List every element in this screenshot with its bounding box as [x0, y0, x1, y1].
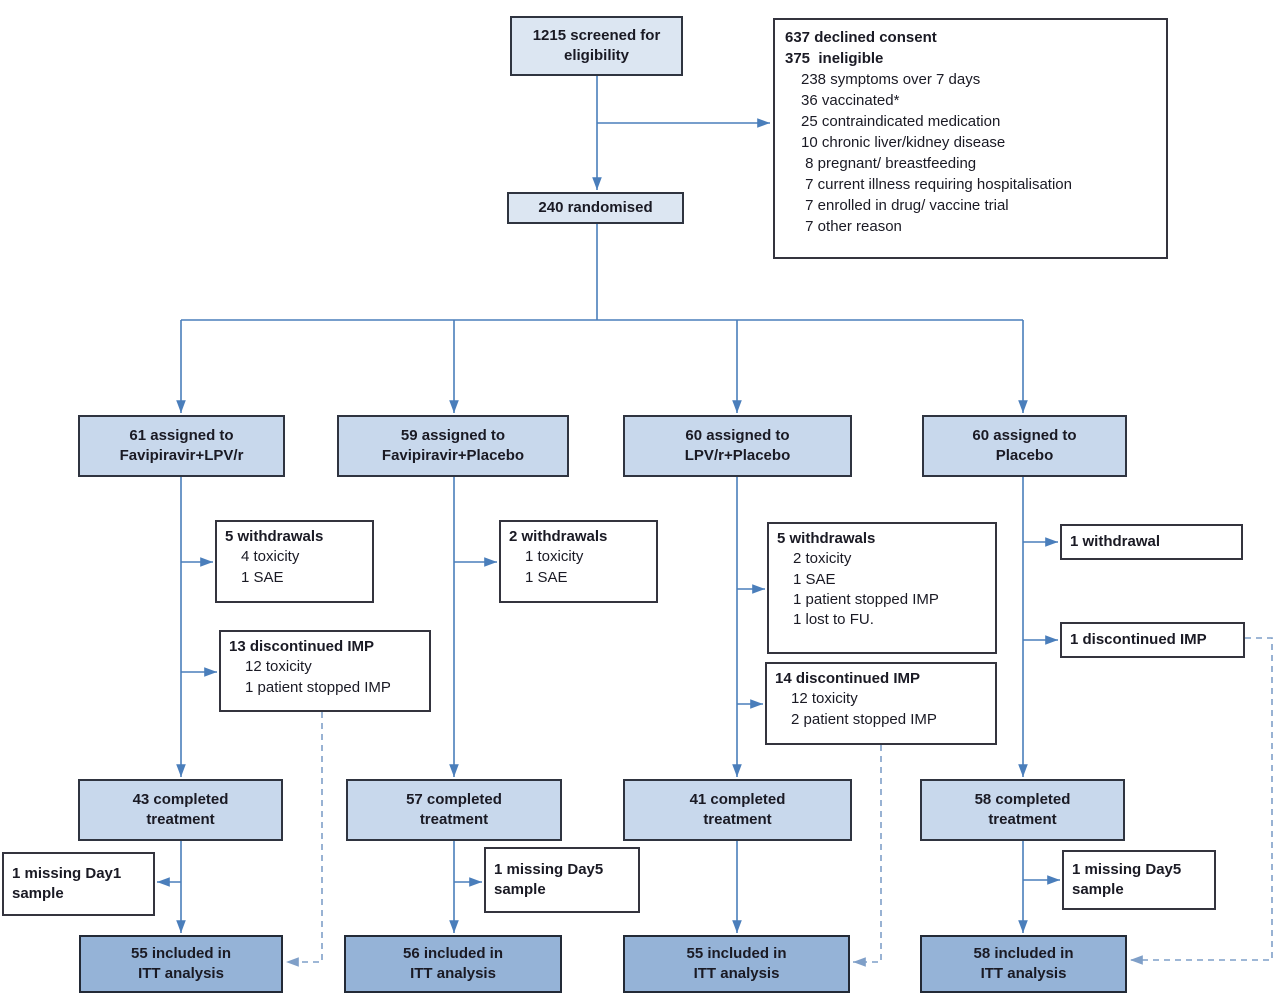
excluded-item: 7 enrolled in drug/ vaccine trial: [801, 197, 1009, 214]
discontinued-box-arm4: 1 discontinued IMP: [1060, 622, 1245, 658]
excluded-declined: 637 declined consent: [785, 29, 937, 46]
excluded-item: 36 vaccinated*: [801, 92, 900, 109]
itt-box-arm1: 55 included in ITT analysis: [79, 935, 283, 993]
comp2-line1: 57 completed: [406, 790, 502, 808]
disc3-detail: 2 patient stopped IMP: [791, 710, 937, 728]
excluded-item: 10 chronic liver/kidney disease: [801, 134, 1006, 151]
itt-box-arm2: 56 included in ITT analysis: [344, 935, 562, 993]
miss4-line1: 1 missing Day5: [1072, 860, 1182, 878]
excluded-item: 8 pregnant/ breastfeeding: [801, 155, 977, 172]
excluded-item: 25 contraindicated medication: [801, 113, 1001, 130]
wd4-header: 1 withdrawal: [1070, 532, 1161, 550]
disc1-detail: 1 patient stopped IMP: [245, 678, 391, 696]
randomised-box: 240 randomised: [507, 192, 684, 224]
arm3-line2: LPV/r+Placebo: [684, 447, 791, 464]
itt3-line1: 55 included in: [686, 944, 787, 962]
arm1-line1: 61 assigned to: [129, 426, 234, 444]
arm1-line2: Favipiravir+LPV/r: [119, 447, 244, 464]
comp2-line2: treatment: [419, 811, 489, 828]
randomised-label: 240 randomised: [538, 198, 653, 216]
itt1-line2: ITT analysis: [138, 965, 224, 982]
wd3-detail: 1 SAE: [793, 570, 836, 588]
wd2-detail: 1 SAE: [525, 568, 568, 586]
arm-box-favipiravir-lpvr: 61 assigned to Favipiravir+LPV/r: [78, 415, 285, 477]
completed-box-arm3: 41 completed treatment: [623, 779, 852, 841]
wd3-header: 5 withdrawals: [777, 530, 876, 547]
wd3-detail: 1 lost to FU.: [793, 611, 874, 628]
itt1-line1: 55 included in: [130, 944, 232, 962]
itt2-line2: ITT analysis: [410, 965, 496, 982]
excluded-box: 637 declined consent 375 ineligible 238 …: [773, 18, 1168, 259]
miss2-line2: sample: [494, 881, 546, 898]
comp3-line1: 41 completed: [689, 790, 786, 808]
itt4-line1: 58 included in: [973, 944, 1074, 962]
discontinued-box-arm3: 14 discontinued IMP 12 toxicity 2 patien…: [765, 662, 997, 745]
arm4-line2: Placebo: [995, 447, 1054, 464]
wd3-detail: 1 patient stopped IMP: [793, 590, 939, 608]
withdrawals-box-arm4: 1 withdrawal: [1060, 524, 1243, 560]
comp1-line1: 43 completed: [132, 790, 229, 808]
itt2-line1: 56 included in: [402, 944, 504, 962]
miss1-line1: 1 missing Day1: [12, 864, 122, 882]
comp1-line2: treatment: [146, 811, 215, 828]
excluded-ineligible: 375 ineligible: [785, 50, 884, 67]
missing-sample-box-arm4: 1 missing Day5 sample: [1062, 850, 1216, 910]
withdrawals-box-arm3: 5 withdrawals 2 toxicity 1 SAE 1 patient…: [767, 522, 997, 654]
arm-box-lpvr-placebo: 60 assigned to LPV/r+Placebo: [623, 415, 852, 477]
completed-box-arm2: 57 completed treatment: [346, 779, 562, 841]
arm2-line2: Favipiravir+Placebo: [381, 447, 525, 464]
arm3-line1: 60 assigned to: [685, 426, 790, 444]
wd2-header: 2 withdrawals: [509, 528, 608, 545]
withdrawals-box-arm1: 5 withdrawals 4 toxicity 1 SAE: [215, 520, 374, 603]
itt-box-arm3: 55 included in ITT analysis: [623, 935, 850, 993]
itt3-line2: ITT analysis: [693, 965, 780, 982]
screened-box: 1215 screened for eligibility: [510, 16, 683, 76]
comp4-line2: treatment: [988, 811, 1057, 828]
arm-box-favipiravir-placebo: 59 assigned to Favipiravir+Placebo: [337, 415, 569, 477]
screened-line1: 1215 screened for: [532, 26, 661, 44]
screened-line2: eligibility: [563, 47, 629, 64]
wd1-detail: 4 toxicity: [241, 548, 300, 566]
excluded-item: 238 symptoms over 7 days: [801, 71, 981, 88]
comp4-line1: 58 completed: [974, 790, 1071, 808]
itt-box-arm4: 58 included in ITT analysis: [920, 935, 1127, 993]
excluded-item: 7 current illness requiring hospitalisat…: [801, 176, 1072, 193]
excluded-item: 7 other reason: [801, 218, 902, 235]
miss1-line2: sample: [12, 885, 64, 902]
arm2-line1: 59 assigned to: [400, 426, 506, 444]
missing-sample-box-arm2: 1 missing Day5 sample: [484, 847, 640, 913]
itt4-line2: ITT analysis: [980, 965, 1067, 982]
disc1-detail: 12 toxicity: [245, 658, 312, 676]
completed-box-arm1: 43 completed treatment: [78, 779, 283, 841]
missing-sample-box-arm1: 1 missing Day1 sample: [2, 852, 155, 916]
withdrawals-box-arm2: 2 withdrawals 1 toxicity 1 SAE: [499, 520, 658, 603]
wd1-header: 5 withdrawals: [225, 528, 324, 545]
disc3-detail: 12 toxicity: [791, 690, 858, 708]
arm-box-placebo: 60 assigned to Placebo: [922, 415, 1127, 477]
arm4-line1: 60 assigned to: [972, 426, 1077, 444]
wd3-detail: 2 toxicity: [793, 550, 852, 568]
disc1-header: 13 discontinued IMP: [229, 638, 375, 655]
discontinued-box-arm1: 13 discontinued IMP 12 toxicity 1 patien…: [219, 630, 431, 712]
miss4-line2: sample: [1072, 881, 1124, 898]
miss2-line1: 1 missing Day5: [494, 860, 604, 878]
wd2-detail: 1 toxicity: [525, 548, 584, 566]
completed-box-arm4: 58 completed treatment: [920, 779, 1125, 841]
disc3-header: 14 discontinued IMP: [775, 670, 921, 687]
comp3-line2: treatment: [703, 811, 772, 828]
disc4-header: 1 discontinued IMP: [1070, 630, 1207, 648]
wd1-detail: 1 SAE: [241, 568, 284, 586]
